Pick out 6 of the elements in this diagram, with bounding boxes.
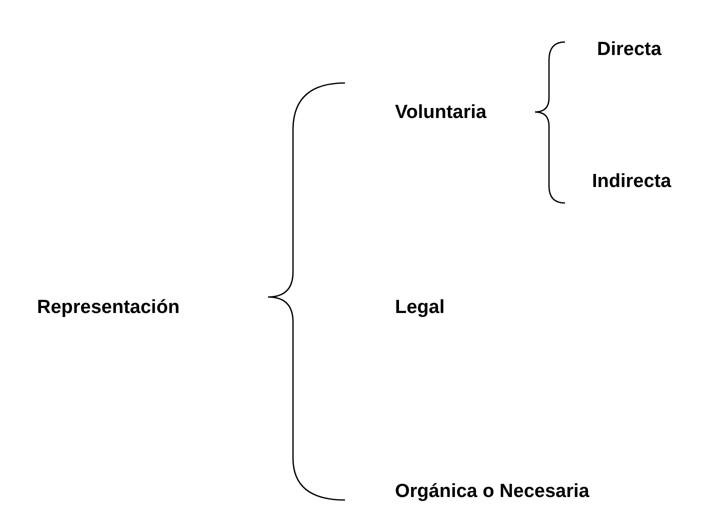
category-label: Voluntaria: [395, 102, 486, 124]
category-label: Representación: [37, 297, 180, 319]
category-label: Directa: [597, 39, 662, 61]
category-label: Legal: [395, 297, 445, 319]
category-label: Orgánica o Necesaria: [395, 481, 590, 503]
category-label: Indirecta: [592, 171, 672, 193]
